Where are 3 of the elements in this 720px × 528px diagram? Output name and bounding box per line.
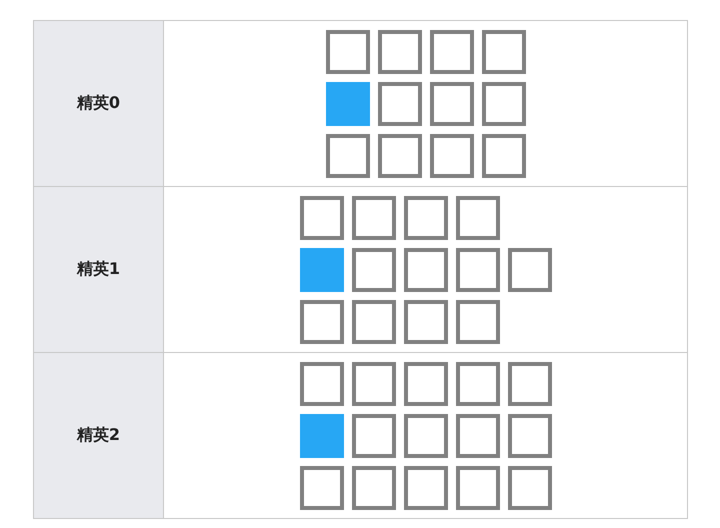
row-header: 精英1 [34,186,164,352]
row-header: 精英0 [34,20,164,186]
row-header: 精英2 [34,352,164,518]
